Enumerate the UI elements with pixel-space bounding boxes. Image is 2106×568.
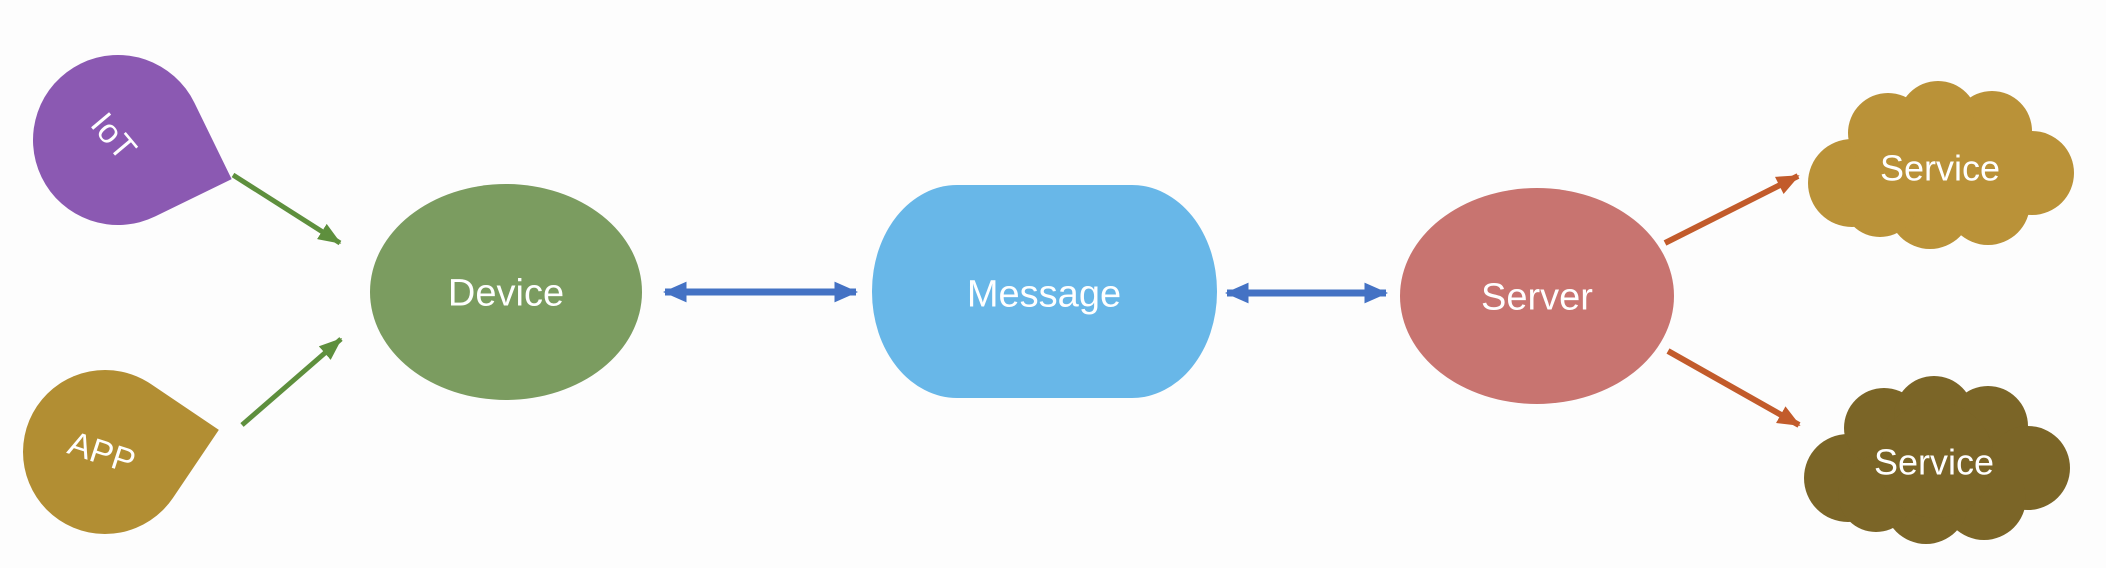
node-message-label: Message [967, 273, 1121, 315]
edge-iot-to-device [231, 172, 342, 246]
node-service-top-cloud [1808, 81, 2074, 249]
node-device-label: Device [448, 272, 564, 314]
node-app-teardrop [23, 370, 219, 534]
node-device-ellipse [370, 184, 642, 400]
node-server-ellipse [1400, 188, 1674, 404]
node-iot-teardrop [33, 55, 232, 225]
node-service-bottom-cloud [1804, 376, 2070, 544]
node-server-label: Server [1481, 276, 1593, 318]
node-message-rect [872, 185, 1217, 398]
node-service-top-label: Service [1880, 148, 2000, 189]
node-service-bottom-label: Service [1874, 442, 1994, 483]
edge-server-to-service-top [1663, 173, 1800, 246]
edge-server-to-service-bottom [1666, 348, 1801, 428]
edge-app-to-device [240, 337, 343, 427]
